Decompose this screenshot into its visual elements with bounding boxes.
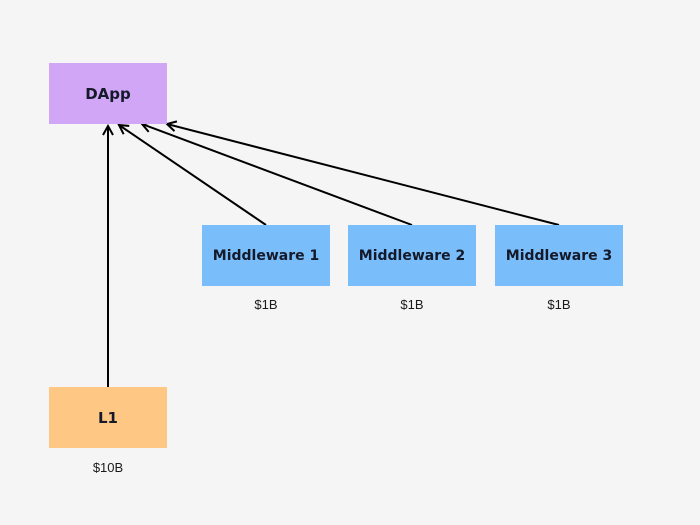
node-dapp: DApp <box>49 63 167 124</box>
node-dapp-label: DApp <box>85 84 131 103</box>
node-middleware-1-label: Middleware 1 <box>212 247 320 264</box>
middleware-2-amount: $1B <box>400 297 424 312</box>
arrow-middleware2-to-dapp <box>142 124 413 226</box>
node-l1: L1 <box>49 387 167 448</box>
l1-amount: $10B <box>92 460 124 475</box>
arrow-middleware3-to-dapp <box>167 124 560 226</box>
node-middleware-1: Middleware 1 <box>202 225 330 286</box>
node-middleware-2: Middleware 2 <box>348 225 476 286</box>
node-middleware-3-label: Middleware 3 <box>505 247 613 264</box>
node-l1-label: L1 <box>98 408 118 427</box>
node-middleware-2-label: Middleware 2 <box>358 247 466 264</box>
node-middleware-3: Middleware 3 <box>495 225 623 286</box>
arrow-middleware1-to-dapp <box>119 125 267 226</box>
middleware-1-amount: $1B <box>254 297 278 312</box>
middleware-3-amount: $1B <box>547 297 571 312</box>
